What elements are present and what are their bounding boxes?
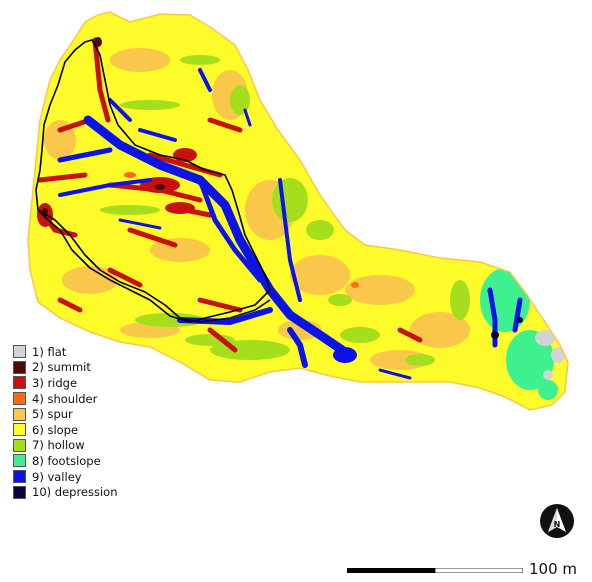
legend-item: 7) hollow [13, 438, 118, 454]
ridge-patches [37, 148, 197, 227]
legend-label: 6) slope [32, 422, 79, 437]
scale-label: 100 m [529, 560, 578, 578]
catchment-edge [27, 11, 569, 411]
legend-item: 6) slope [13, 422, 118, 438]
subcatchment-boundaries [35, 39, 271, 323]
landform-classes [37, 37, 565, 400]
north-label: N [554, 520, 561, 529]
legend-item: 3) ridge [13, 375, 118, 391]
legend-label: 9) valley [32, 469, 82, 484]
legend-swatch [13, 454, 26, 468]
legend-swatch [13, 376, 26, 390]
valley-network [57, 68, 523, 380]
depression-patches [491, 317, 523, 339]
valley-outlet [333, 347, 357, 363]
legend-label: 8) footslope [32, 453, 101, 468]
flat-patches [535, 330, 565, 380]
legend-label: 5) spur [32, 407, 73, 422]
lower-subcatchment-boundary [37, 209, 271, 323]
scale-bar [347, 568, 523, 573]
legend-swatch [13, 485, 26, 499]
legend-swatch [13, 423, 26, 437]
legend-item: 9) valley [13, 469, 118, 485]
legend-item: 8) footslope [13, 453, 118, 469]
legend-swatch [13, 438, 26, 452]
legend-item: 2) summit [13, 360, 118, 376]
legend: 1) flat 2) summit 3) ridge 4) shoulder 5… [13, 344, 118, 500]
legend-item: 10) depression [13, 484, 118, 500]
legend-label: 4) shoulder [32, 391, 98, 406]
legend-swatch [13, 407, 26, 421]
legend-label: 2) summit [32, 360, 91, 375]
legend-item: 5) spur [13, 406, 118, 422]
north-arrow-icon: N [540, 504, 574, 538]
legend-swatch [13, 360, 26, 374]
legend-label: 1) flat [32, 344, 67, 359]
legend-label: 7) hollow [32, 438, 85, 453]
legend-swatch [13, 392, 26, 406]
legend-item: 4) shoulder [13, 391, 118, 407]
legend-item: 1) flat [13, 344, 118, 360]
legend-swatch [13, 470, 26, 484]
legend-label: 10) depression [32, 485, 118, 500]
legend-swatch [13, 345, 26, 359]
legend-label: 3) ridge [32, 375, 78, 390]
upper-subcatchment-boundary [35, 39, 271, 323]
